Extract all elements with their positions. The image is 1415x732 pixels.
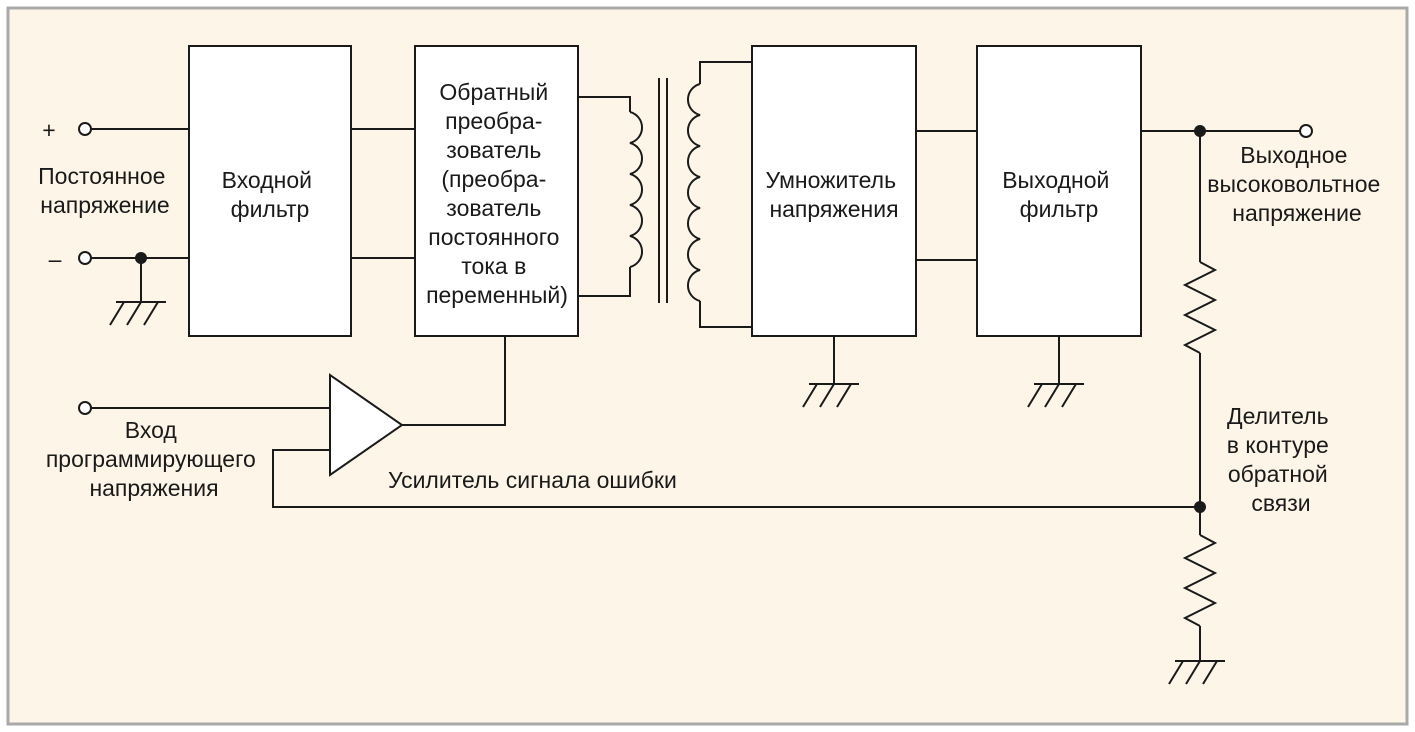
divider-resistor-top [1182, 261, 1218, 354]
output-terminal [1299, 124, 1313, 138]
minus-terminal [78, 251, 92, 265]
program-input-terminal [78, 401, 92, 415]
minus-sign-label: – [49, 246, 62, 272]
input-filter-label: Входной фильтр [222, 167, 319, 222]
divider-resistor-bottom [1182, 534, 1218, 627]
program-input-label: Вход программирующего напряжения [46, 417, 262, 501]
voltage-multiplier-block [751, 45, 917, 337]
ground-symbol-divider [1168, 660, 1225, 685]
plus-sign-label: + [42, 117, 55, 143]
wire-amp-to-converter [402, 336, 506, 426]
flyback-converter-block [414, 45, 579, 337]
wire-feedback-loop [272, 449, 1200, 508]
ground-symbol-output-filter [1027, 383, 1084, 408]
divider-label: Делитель в контуре обратной связи [1227, 403, 1335, 516]
error-amplifier-label: Усилитель сигнала ошибки [388, 467, 677, 493]
error-amplifier-triangle [329, 373, 404, 477]
dc-input-label: Постоянное напряжение [38, 163, 172, 218]
transformer-primary [578, 96, 643, 297]
converter-label: Обратный преобра- зователь (преобра- зов… [426, 79, 568, 308]
multiplier-label: Умножитель напряжения [766, 167, 903, 222]
ground-symbol-input [109, 301, 166, 326]
output-filter-label: Выходной фильтр [1002, 167, 1116, 222]
ground-symbol-multiplier [802, 383, 859, 408]
plus-terminal [78, 122, 92, 136]
input-filter-block [188, 45, 352, 337]
transformer-secondary [687, 61, 752, 328]
hv-output-label: Выходное высоковольтное напряжение [1207, 142, 1386, 226]
